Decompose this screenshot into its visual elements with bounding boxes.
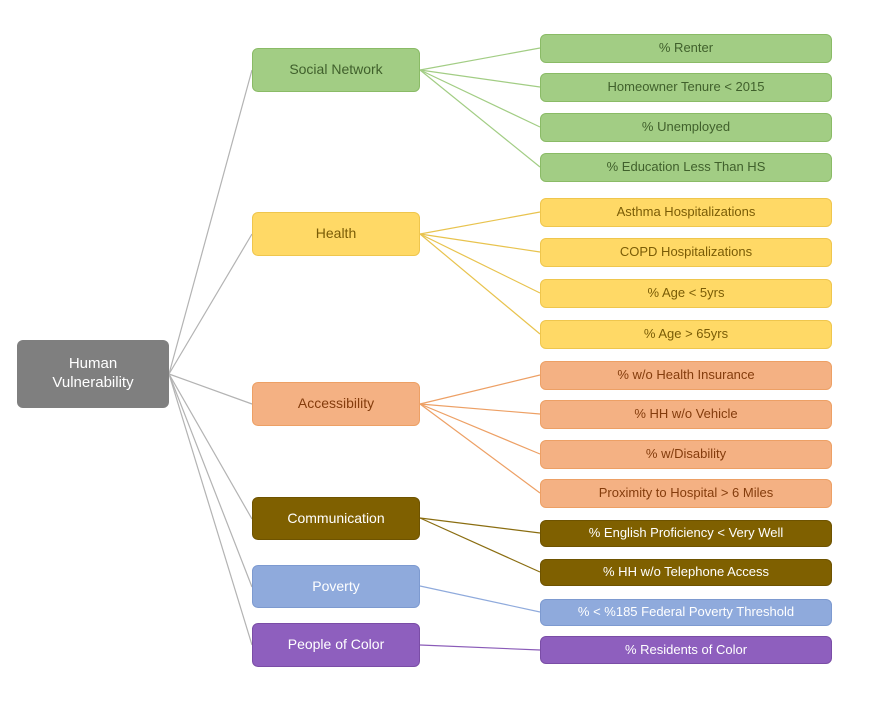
connector-leaf: [419, 69, 541, 88]
leaf-node: % Renter: [540, 34, 832, 63]
connector-leaf: [419, 211, 541, 235]
root-node-human-vulnerability: Human Vulnerability: [17, 340, 169, 408]
leaf-node: % w/Disability: [540, 440, 832, 469]
leaf-node: % Residents of Color: [540, 636, 832, 664]
connector-root-social-network: [168, 69, 253, 375]
connector-leaf: [419, 585, 541, 613]
connector-leaf: [419, 69, 541, 168]
connector-leaf: [419, 517, 541, 573]
connector-leaf: [419, 403, 541, 455]
leaf-node: COPD Hospitalizations: [540, 238, 832, 267]
leaf-node: % HH w/o Telephone Access: [540, 559, 832, 586]
branch-accessibility: Accessibility: [252, 382, 420, 426]
connector-leaf: [419, 69, 541, 128]
leaf-node: % < %185 Federal Poverty Threshold: [540, 599, 832, 626]
connector-leaf: [419, 403, 541, 415]
connector-leaf: [419, 403, 541, 494]
branch-communication: Communication: [252, 497, 420, 540]
leaf-node: Homeowner Tenure < 2015: [540, 73, 832, 102]
branch-social-network: Social Network: [252, 48, 420, 92]
connector-root-health: [168, 233, 253, 375]
connector-leaf: [419, 233, 541, 335]
connector-leaf: [419, 233, 541, 253]
leaf-node: % Age > 65yrs: [540, 320, 832, 349]
connector-root-people-of-color: [168, 373, 253, 646]
leaf-node: % HH w/o Vehicle: [540, 400, 832, 429]
connector-leaf: [419, 233, 541, 294]
connector-leaf: [419, 644, 541, 651]
leaf-node: % Age < 5yrs: [540, 279, 832, 308]
connector-root-communication: [168, 373, 253, 520]
leaf-node: % w/o Health Insurance: [540, 361, 832, 390]
connector-leaf: [419, 374, 541, 405]
leaf-node: % Education Less Than HS: [540, 153, 832, 182]
leaf-node: Proximity to Hospital > 6 Miles: [540, 479, 832, 508]
connector-root-accessibility: [168, 373, 253, 405]
leaf-node: Asthma Hospitalizations: [540, 198, 832, 227]
branch-health: Health: [252, 212, 420, 256]
connector-root-poverty: [168, 373, 253, 588]
leaf-node: % English Proficiency < Very Well: [540, 520, 832, 547]
branch-poverty: Poverty: [252, 565, 420, 608]
connector-leaf: [419, 47, 541, 71]
branch-people-of-color: People of Color: [252, 623, 420, 667]
leaf-node: % Unemployed: [540, 113, 832, 142]
connector-leaf: [419, 517, 541, 534]
